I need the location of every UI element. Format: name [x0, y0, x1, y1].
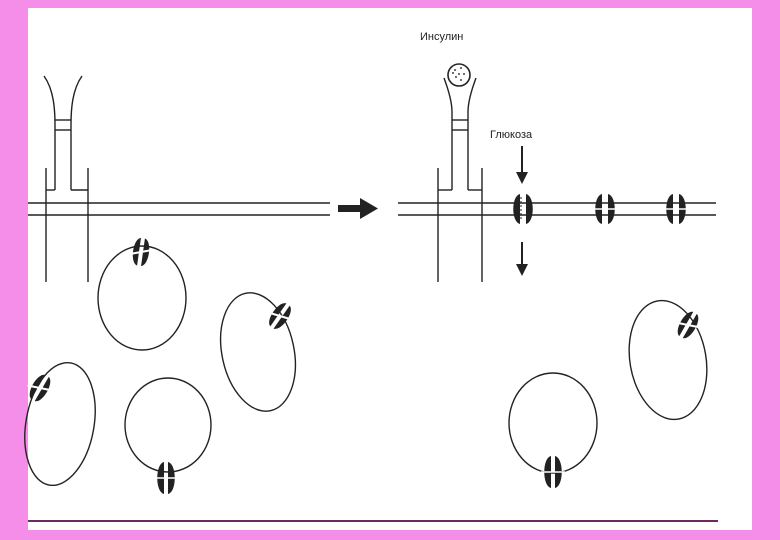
glut4-transporter [593, 194, 617, 224]
left-cell-membrane [28, 203, 330, 215]
vesicle [509, 373, 597, 473]
glut4-transporter [23, 370, 58, 406]
glucose-label: Глюкоза [490, 129, 538, 142]
glut4-transporter [127, 236, 155, 267]
insulin-molecule [448, 64, 470, 86]
right-insulin-receptor [438, 78, 482, 282]
glut4-transporter [154, 462, 178, 494]
vesicle [125, 378, 211, 472]
vesicle [210, 286, 305, 418]
glut4-transporter [664, 194, 688, 224]
glut4-transporter-active [513, 194, 533, 224]
vesicle [620, 294, 716, 425]
vesicle [16, 357, 104, 491]
glut4-transporter [671, 307, 706, 343]
glut4-transporter [262, 298, 298, 335]
left-insulin-receptor [44, 76, 88, 282]
insulin-label: Инсулин [420, 31, 493, 44]
down-arrow-icon [516, 242, 528, 276]
glut4-transporter [541, 456, 565, 488]
bottom-rule [28, 520, 718, 522]
down-arrow-icon [516, 146, 528, 184]
right-arrow-icon [338, 198, 378, 219]
